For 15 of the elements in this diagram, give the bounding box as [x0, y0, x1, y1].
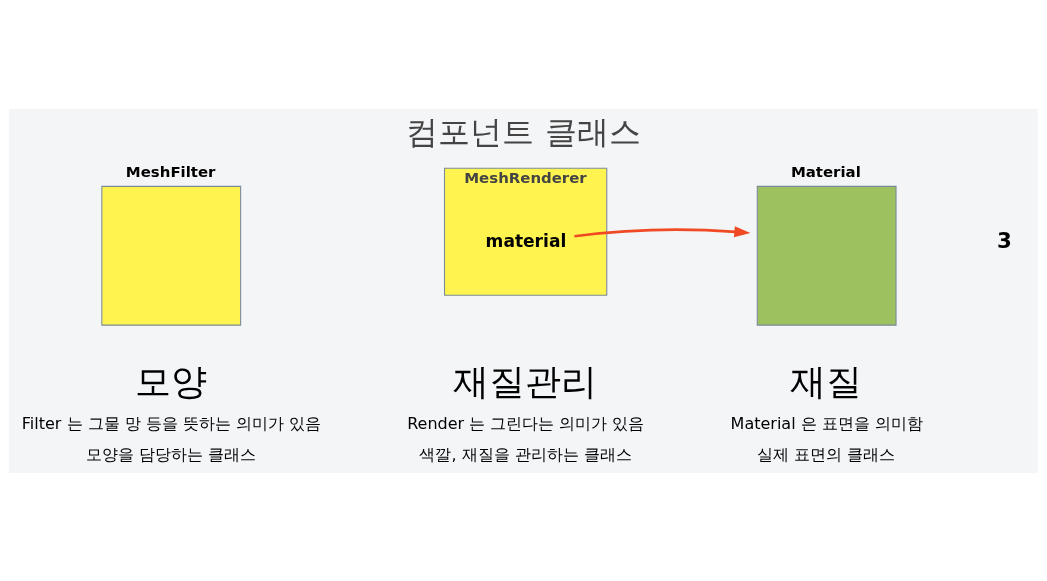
- node-label: 색깔, 재질을 관리하는 클래스: [419, 444, 632, 464]
- node-label: 재질관리: [453, 359, 598, 403]
- node-label: 모양: [134, 359, 207, 403]
- node-label: 재질: [790, 359, 863, 403]
- node-label: Material 은 표면을 의미함: [730, 413, 923, 433]
- node-label: Render 는 그린다는 의미가 있음: [407, 413, 645, 433]
- node-label: 모양을 담당하는 클래스: [85, 444, 257, 464]
- node-label: 실제 표면의 클래스: [757, 444, 896, 464]
- node-label: MeshFilter: [125, 162, 216, 181]
- label: 3: [996, 227, 1012, 253]
- diagram-title: 컴포넌트 클래스: [406, 112, 641, 151]
- arrow: [574, 225, 751, 238]
- node-label: Filter 는 그물 망 등을 뜻하는 의미가 있음: [21, 413, 322, 433]
- node-label: Material: [790, 162, 861, 181]
- node-text: material: [485, 230, 567, 251]
